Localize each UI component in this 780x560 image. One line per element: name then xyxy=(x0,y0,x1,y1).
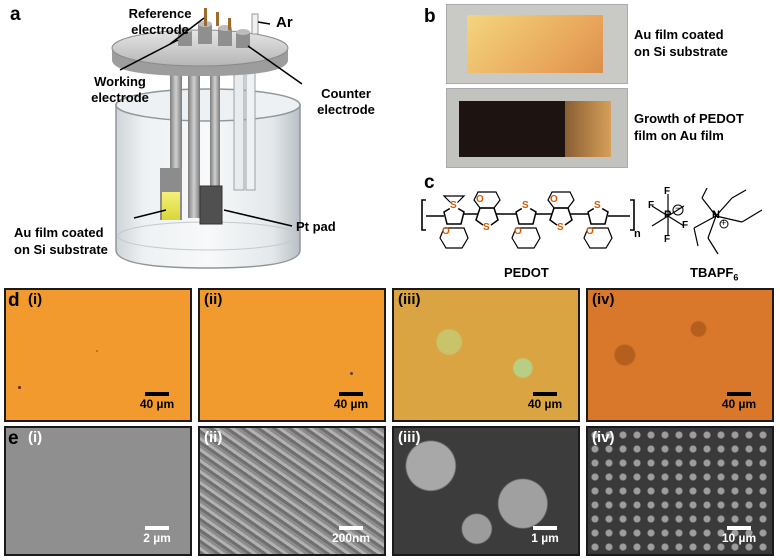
tile-label: (i) xyxy=(28,429,43,446)
ar-label: Ar xyxy=(276,14,293,31)
reference-electrode-label: Reference electrode xyxy=(128,6,192,37)
tile-label: (iv) xyxy=(592,429,615,446)
scale-bar: 40 µm xyxy=(520,392,570,411)
tile-label: (iii) xyxy=(398,429,421,446)
pt-pad-label: Pt pad xyxy=(296,219,336,234)
pedot-growth-caption: Growth of PEDOT film on Au film xyxy=(634,111,744,143)
panel-a-label: a xyxy=(10,4,21,25)
s-atom: S xyxy=(522,200,529,211)
panel-d-label: d xyxy=(8,290,20,311)
optical-image-iii xyxy=(392,288,580,422)
scale-bar-text: 40 µm xyxy=(721,397,757,411)
panel-e-label: e xyxy=(8,428,19,449)
o-atom: O xyxy=(476,194,484,205)
n-subscript: n xyxy=(634,228,641,240)
scale-bar-line xyxy=(145,392,169,396)
tile-label: (iii) xyxy=(398,291,421,308)
o-atom: O xyxy=(442,226,450,237)
f-atom: F xyxy=(664,186,671,197)
au-film-caption: Au film coated on Si substrate xyxy=(634,27,728,59)
scale-bar-line xyxy=(339,526,363,530)
scale-bar: 200nm xyxy=(326,526,376,545)
optical-image-i xyxy=(4,288,192,422)
scale-bar-text: 40 µm xyxy=(333,397,369,411)
working-electrode-label: Working electrode xyxy=(91,74,149,105)
scale-bar-line xyxy=(533,526,557,530)
scale-bar: 40 µm xyxy=(714,392,764,411)
pedot-name: PEDOT xyxy=(504,265,549,280)
f-atom: F xyxy=(664,234,671,245)
scale-bar-line xyxy=(727,526,751,530)
n-atom: N xyxy=(712,209,720,221)
scale-bar: 40 µm xyxy=(132,392,182,411)
scale-bar-text: 40 µm xyxy=(527,397,563,411)
tile-label: (iv) xyxy=(592,291,615,308)
optical-image-iv xyxy=(586,288,774,422)
scale-bar: 1 µm xyxy=(520,526,570,545)
scale-bar-text: 200nm xyxy=(331,531,371,545)
tile-label: (ii) xyxy=(204,429,223,446)
panel-b-label: b xyxy=(424,6,436,27)
scale-bar-text: 40 µm xyxy=(139,397,175,411)
scale-bar: 40 µm xyxy=(326,392,376,411)
scale-bar-line xyxy=(339,392,363,396)
sem-image-ii xyxy=(198,426,386,556)
scale-bar-line xyxy=(145,526,169,530)
scale-bar-text: 1 µm xyxy=(531,531,559,545)
sem-image-iii xyxy=(392,426,580,556)
scale-bar: 2 µm xyxy=(132,526,182,545)
scale-bar-line xyxy=(533,392,557,396)
electrochemical-cell-illustration xyxy=(111,8,303,269)
scale-bar: 10 µm xyxy=(714,526,764,545)
scale-bar-line xyxy=(727,392,751,396)
scale-bar-text: 2 µm xyxy=(143,531,171,545)
plus-charge: + xyxy=(721,218,727,228)
optical-image-ii xyxy=(198,288,386,422)
f-atom: F xyxy=(682,220,689,231)
tile-label: (i) xyxy=(28,291,43,308)
sem-image-iv xyxy=(586,426,774,556)
tile-label: (ii) xyxy=(204,291,223,308)
s-atom: S xyxy=(557,222,564,233)
pedot-film-photo xyxy=(446,88,628,168)
tbapf6-name: TBAPF6 xyxy=(690,265,739,283)
o-atom: O xyxy=(586,226,594,237)
s-atom: S xyxy=(483,222,490,233)
s-atom: S xyxy=(450,200,457,211)
sem-image-i xyxy=(4,426,192,556)
p-atom: P xyxy=(664,209,672,221)
panel-c-label: c xyxy=(424,172,435,193)
au-film-label: Au film coated on Si substrate xyxy=(14,225,108,257)
f-atom: F xyxy=(648,200,655,211)
au-film-photo xyxy=(446,4,628,84)
o-atom: O xyxy=(514,226,522,237)
s-atom: S xyxy=(594,200,601,211)
counter-electrode-label: Counter electrode xyxy=(317,86,375,117)
minus-charge: − xyxy=(675,203,681,213)
scale-bar-text: 10 µm xyxy=(721,531,757,545)
pedot-structure xyxy=(421,188,763,255)
o-atom: O xyxy=(550,194,558,205)
